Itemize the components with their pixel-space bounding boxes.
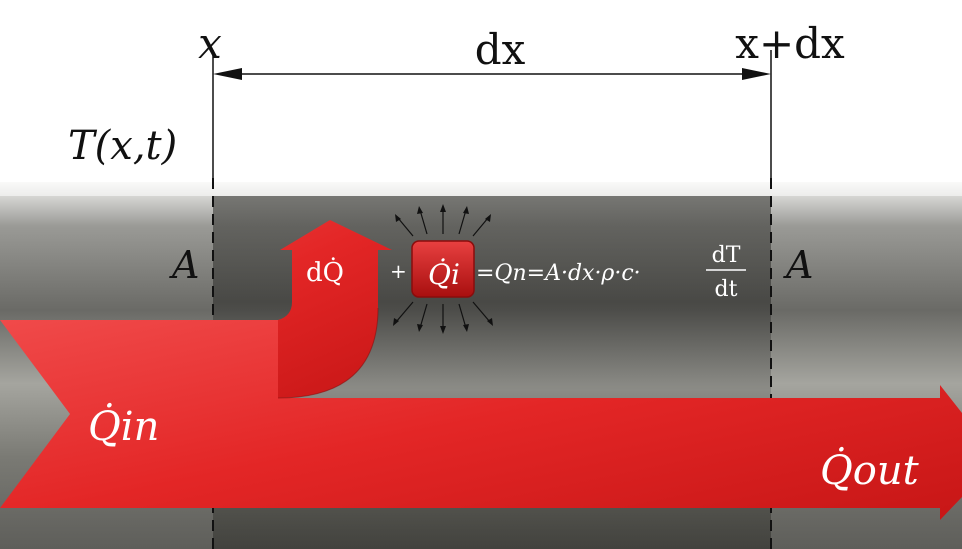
label-balance-equation: =Qn=A·dx·ρ·c· — [476, 261, 641, 286]
label-q-in: Q̇in — [88, 403, 159, 450]
label-fraction-denominator: dt — [715, 277, 738, 302]
label-temperature: T(x,t) — [68, 123, 177, 169]
label-fraction-numerator: dT — [712, 243, 741, 268]
heat-flow-arrow — [0, 320, 962, 520]
dq-branch-arrow — [0, 220, 392, 398]
band-fade — [0, 182, 962, 196]
label-dq: dQ̇ — [306, 257, 344, 288]
label-area-left: A — [169, 243, 199, 287]
label-q-i: Q̇i — [428, 258, 460, 291]
label-dx: dx — [475, 25, 526, 74]
label-x-left: x — [198, 19, 222, 68]
dimension-arrowhead-right — [742, 68, 771, 80]
label-area-right: A — [783, 243, 813, 287]
internal-source-box — [411, 240, 475, 298]
label-plus: + — [390, 259, 407, 283]
branch-edge — [277, 307, 379, 399]
label-x-right: x+dx — [735, 19, 845, 68]
radiating-rays — [395, 208, 491, 330]
dimension-arrowhead-left — [213, 68, 242, 80]
label-q-out: Q̇out — [820, 447, 920, 494]
ray-heads — [393, 204, 493, 334]
